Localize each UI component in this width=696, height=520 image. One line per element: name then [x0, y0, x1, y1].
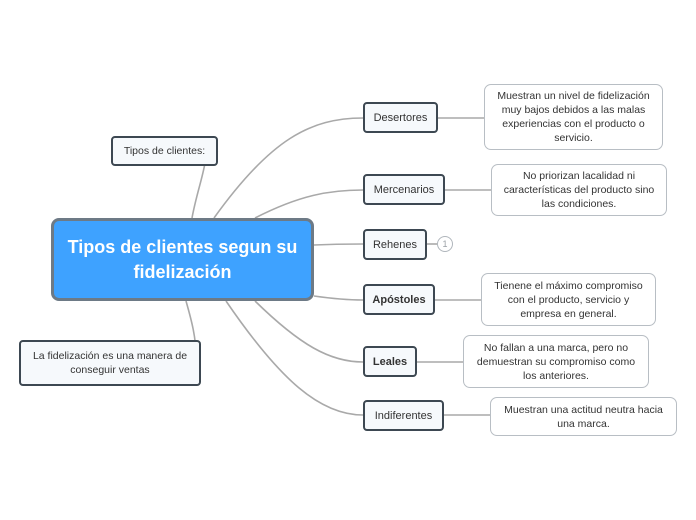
connector-rehenes — [313, 243, 364, 246]
branch-desertores-label: Desertores — [373, 111, 428, 124]
connector-desertores — [213, 117, 364, 219]
rehenes-count-badge[interactable]: 1 — [437, 236, 453, 252]
branch-indiferentes[interactable]: Indiferentes — [363, 400, 444, 431]
side-note-fidelizacion[interactable]: La fidelización es una manera de consegu… — [19, 340, 201, 386]
side-note-tipos[interactable]: Tipos de clientes: — [111, 136, 218, 166]
branch-leales-label: Leales — [372, 355, 408, 368]
rehenes-count-badge-text: 1 — [442, 239, 448, 249]
branch-mercenarios[interactable]: Mercenarios — [363, 174, 445, 205]
leaf-desertores[interactable]: Muestran un nivel de fidelización muy ba… — [484, 84, 663, 150]
connector-leales — [254, 300, 364, 363]
leaf-indiferentes-text: Muestran una actitud neutra hacia una ma… — [504, 403, 663, 430]
leaf-mercenarios[interactable]: No priorizan lacalidad ni característica… — [491, 164, 667, 216]
leaf-apostoles-text: Tienene el máximo compromiso con el prod… — [494, 279, 643, 320]
branch-indiferentes-label: Indiferentes — [374, 409, 433, 422]
side-note-tipos-text: Tipos de clientes: — [123, 145, 206, 157]
leaf-leales-text: No fallan a una marca, pero no demuestra… — [476, 341, 636, 382]
connector-mercenarios — [254, 189, 364, 219]
leaf-desertores-text: Muestran un nivel de fidelización muy ba… — [497, 90, 650, 144]
branch-rehenes-label: Rehenes — [372, 238, 418, 251]
branch-apostoles-label: Apóstoles — [372, 293, 426, 306]
side-note-fidelizacion-text: La fidelización es una manera de consegu… — [32, 350, 188, 376]
central-topic[interactable]: Tipos de clientes segun su fidelización — [51, 218, 314, 301]
connector-indiferentes — [225, 300, 364, 416]
connector-apostoles — [313, 295, 364, 301]
branch-apostoles[interactable]: Apóstoles — [363, 284, 435, 315]
branch-rehenes[interactable]: Rehenes — [363, 229, 427, 260]
branch-mercenarios-label: Mercenarios — [373, 183, 435, 196]
branch-leales[interactable]: Leales — [363, 346, 417, 377]
leaf-leales[interactable]: No fallan a una marca, pero no demuestra… — [463, 335, 649, 388]
leaf-indiferentes[interactable]: Muestran una actitud neutra hacia una ma… — [490, 397, 677, 436]
branch-desertores[interactable]: Desertores — [363, 102, 438, 133]
central-topic-title: Tipos de clientes segun su fidelización — [67, 236, 298, 282]
leaf-mercenarios-text: No priorizan lacalidad ni característica… — [503, 170, 655, 210]
leaf-apostoles[interactable]: Tienene el máximo compromiso con el prod… — [481, 273, 656, 326]
